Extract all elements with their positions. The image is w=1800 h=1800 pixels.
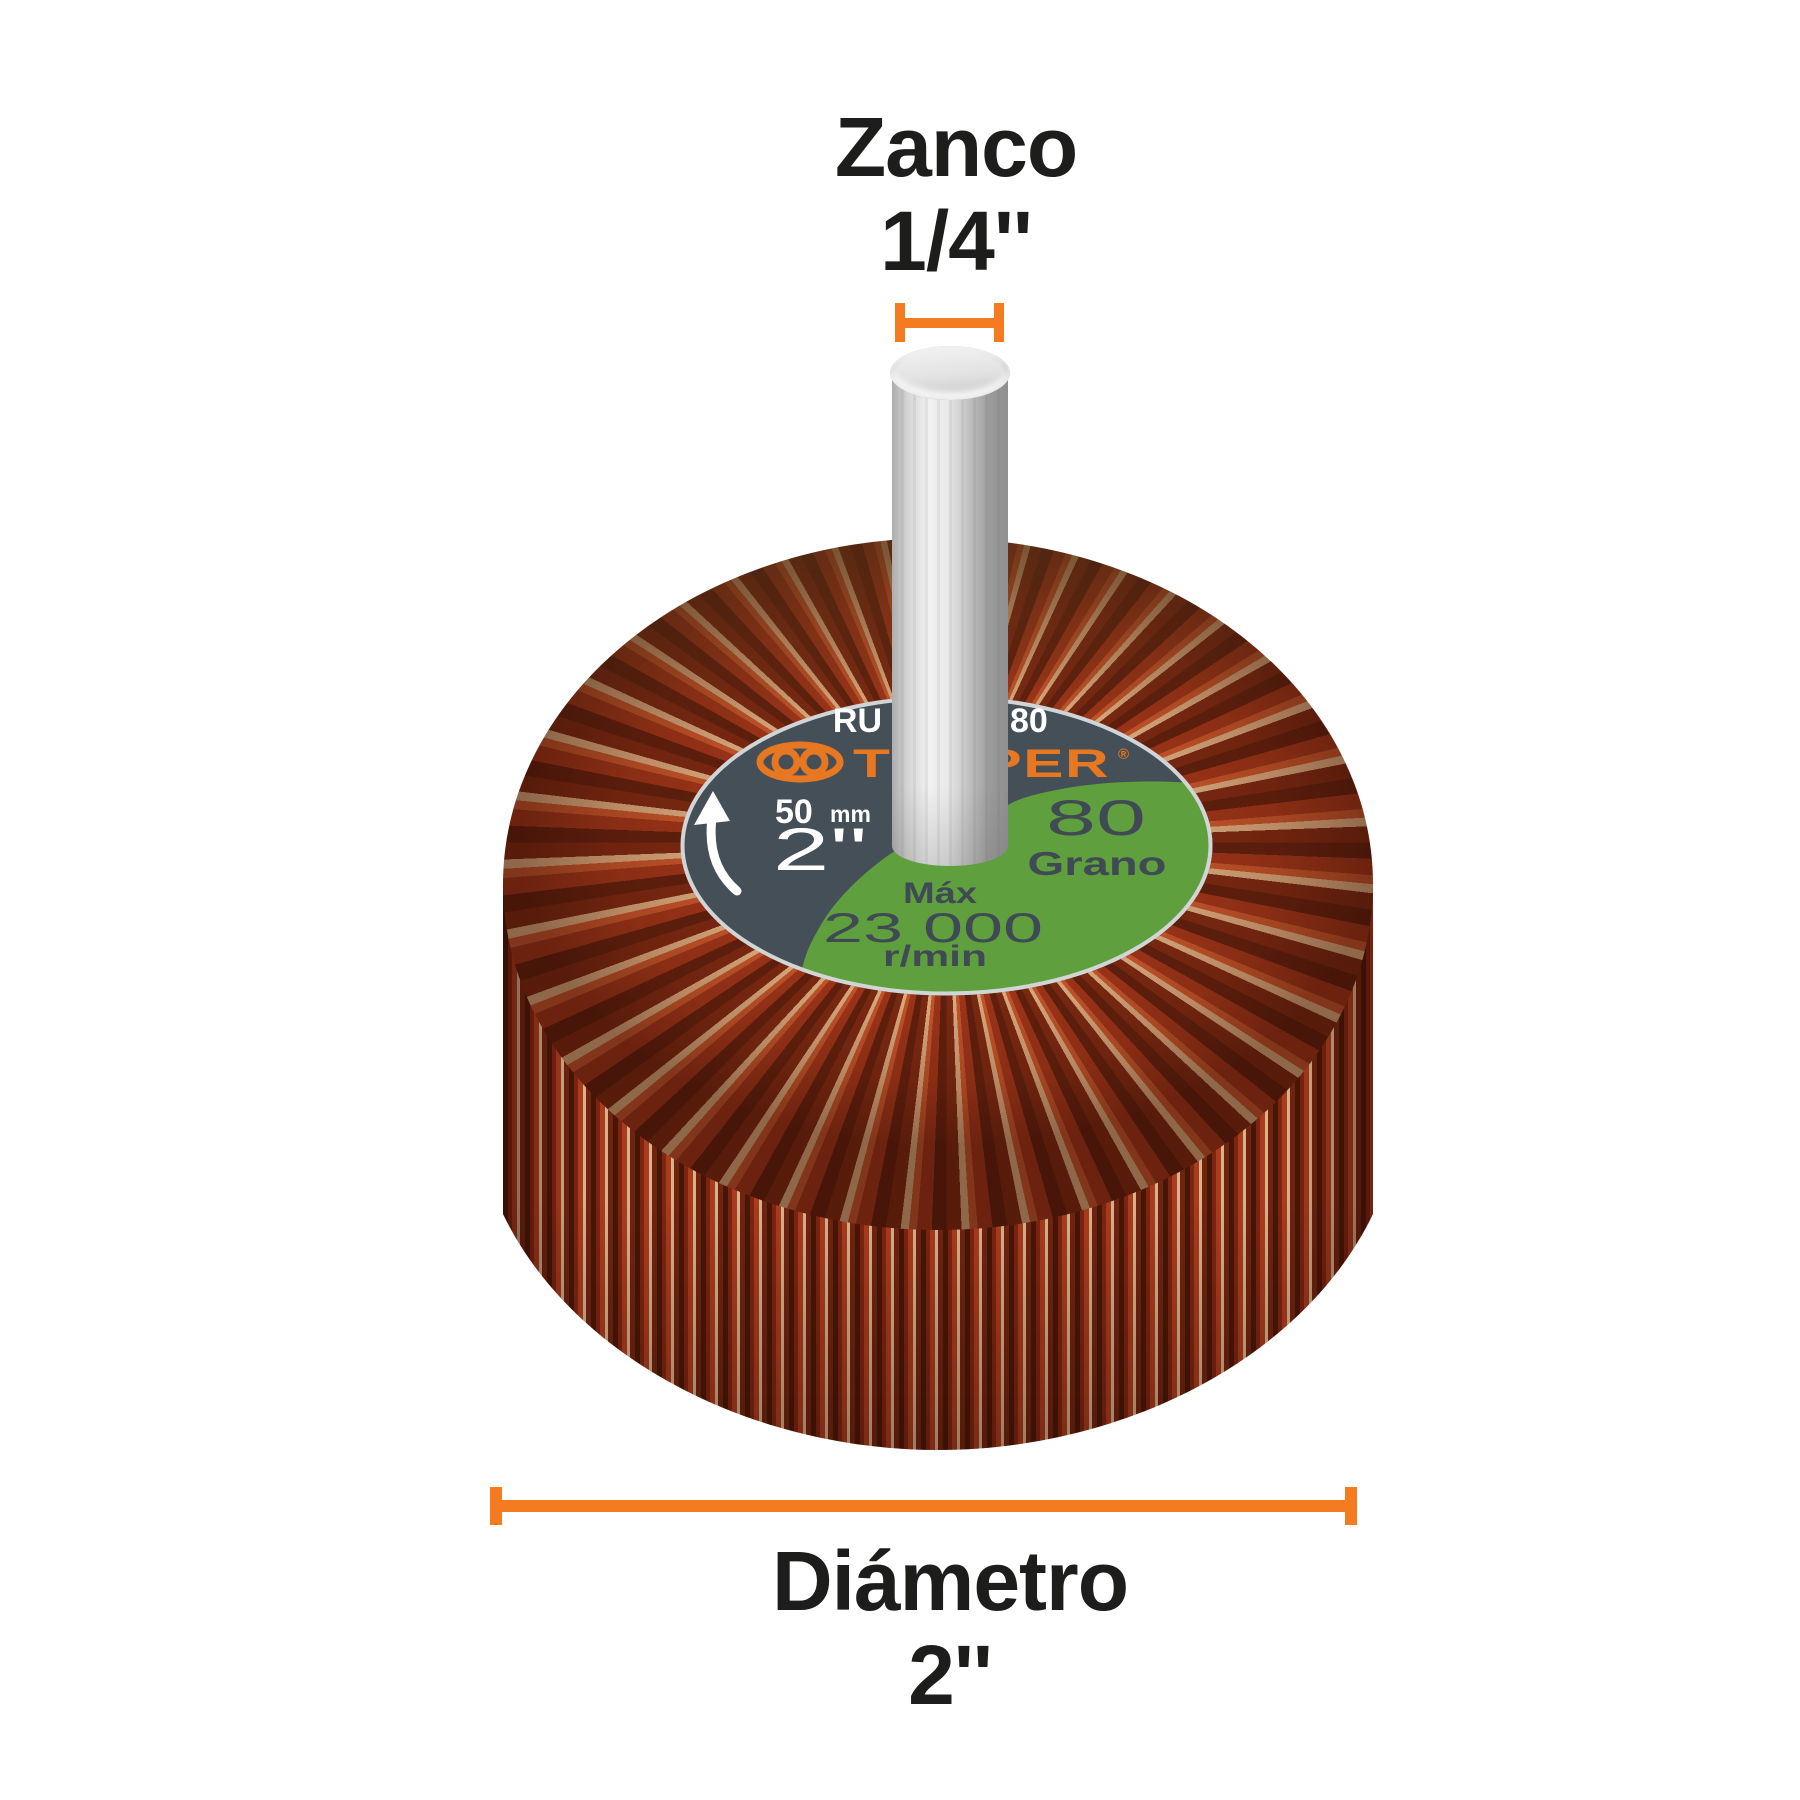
- shank-annotation: Zanco 1/4'': [706, 100, 1206, 288]
- diameter-annotation: Diámetro 2'': [450, 1534, 1450, 1722]
- label-green-background: [799, 781, 1213, 996]
- diameter-annotation-label: Diámetro: [771, 1534, 1129, 1628]
- max-word: Máx: [903, 877, 977, 910]
- product-code-right: 80: [1010, 702, 1048, 740]
- rotation-arrow-icon: [694, 791, 742, 896]
- truper-emblem-icon: [756, 741, 844, 783]
- size-mm-value: 50: [775, 793, 813, 831]
- size-inches: 2'': [773, 816, 868, 883]
- registered-mark: ®: [1118, 746, 1129, 763]
- shank-dimension-line: [895, 303, 1004, 342]
- rpm-unit: r/min: [883, 940, 987, 973]
- product-code-left: RU: [833, 702, 882, 740]
- shank-top-cap: [890, 346, 1010, 400]
- max-rpm-value: 23 000: [823, 904, 1043, 951]
- shank-annotation-label: Zanco: [834, 100, 1078, 194]
- grit-value: 80: [1046, 790, 1146, 846]
- shank: [892, 372, 1008, 866]
- grit-unit: Grano: [1028, 845, 1167, 882]
- diameter-dimension-line: [490, 1487, 1357, 1525]
- diameter-annotation-value: 2'': [908, 1628, 993, 1722]
- shank-annotation-value: 1/4'': [880, 194, 1033, 288]
- size-mm-unit: mm: [830, 801, 871, 827]
